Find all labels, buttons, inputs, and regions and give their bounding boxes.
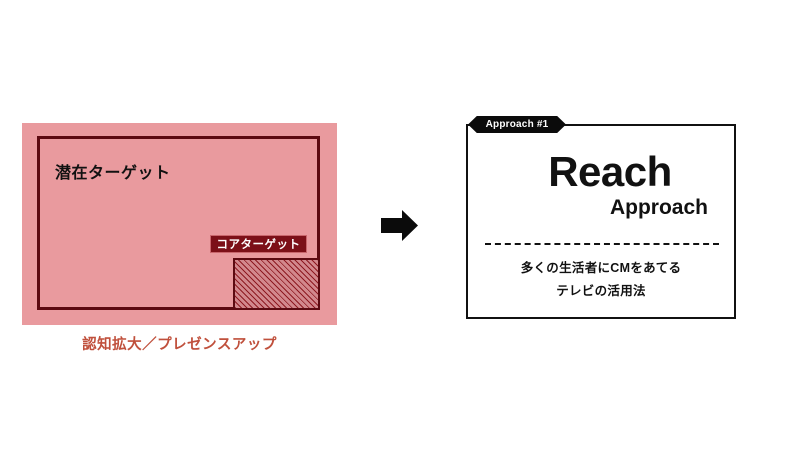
card-headline-sub: Approach: [609, 196, 708, 220]
arrow-right-icon: [381, 210, 418, 241]
potential-target-box: [37, 136, 320, 310]
core-target-hatched-box: [233, 258, 320, 310]
card-headline-main: Reach: [548, 148, 672, 195]
approach-card: Reach Approach 多くの生活者にCMをあてる テレビの活用法: [466, 124, 736, 319]
card-divider: [485, 243, 719, 245]
left-panel-caption: 認知拡大／プレゼンスアップ: [82, 337, 277, 353]
potential-target-panel: 潜在ターゲット コアターゲット: [22, 123, 337, 325]
potential-target-label: 潜在ターゲット: [55, 165, 171, 182]
card-body-line-1: 多くの生活者にCMをあてる: [520, 261, 682, 275]
approach-badge: Approach #1: [468, 116, 566, 133]
card-body-text: 多くの生活者にCMをあてる テレビの活用法: [468, 257, 734, 303]
core-target-label: コアターゲット: [210, 235, 307, 253]
card-headline-group: Reach Approach: [468, 148, 734, 220]
card-body-line-2: テレビの活用法: [556, 284, 646, 299]
